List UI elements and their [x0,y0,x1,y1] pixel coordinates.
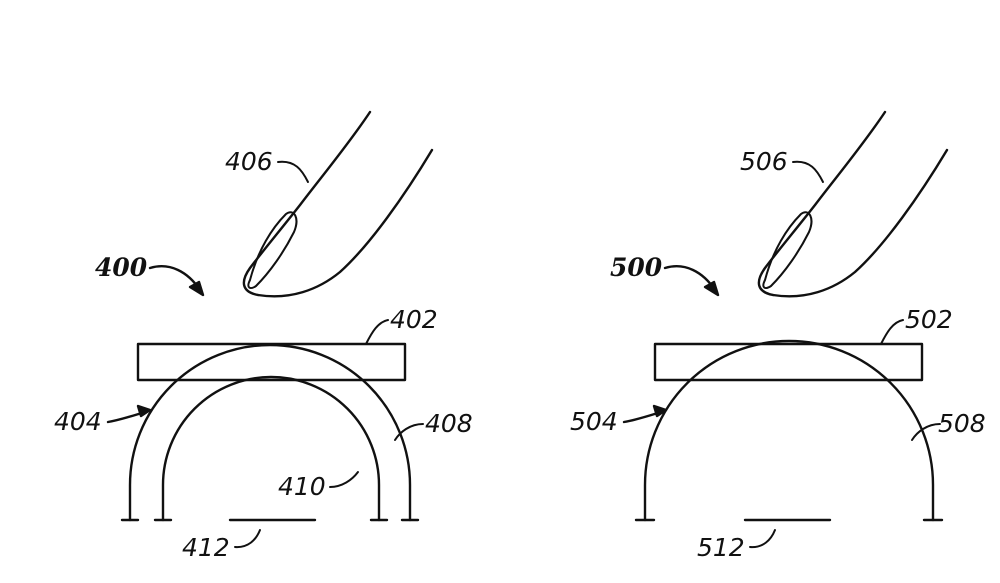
arrow-404-head [136,404,152,418]
leader-402 [365,319,389,345]
leader-508 [911,423,941,441]
plate-402 [136,342,407,382]
label-406: 406 [225,147,273,176]
label-402: 402 [390,305,438,334]
dome-inner-arc-410 [161,375,381,522]
leader-506 [792,160,824,183]
figure-label-400: 400 [95,253,148,282]
label-512: 512 [697,533,745,562]
label-504: 504 [570,407,618,436]
fingernail [247,211,298,289]
label-508: 508 [938,409,986,438]
finger-406 [242,110,434,298]
finger-upper-edge [242,110,372,297]
arrow-500-head [703,280,720,297]
label-408: 408 [425,409,473,438]
figure-400: 400 406 402 404 408 410 412 [54,110,473,562]
label-404: 404 [54,407,102,436]
figure-500: 500 506 502 504 508 512 [570,110,986,562]
finger-lower-edge [771,148,949,298]
leader-412 [234,529,261,549]
label-412: 412 [182,533,230,562]
leader-502 [880,319,904,345]
arrow-400-head [188,280,205,297]
label-410: 410 [278,472,326,501]
label-506: 506 [740,147,788,176]
leader-406 [277,160,309,183]
dome-outer-arc-408 [128,343,412,522]
plate-502 [653,342,924,382]
finger-lower-edge [256,148,434,298]
figure-label-500: 500 [610,253,663,282]
finger-upper-edge [757,110,887,297]
fingernail [762,211,813,289]
arrow-504-head [652,404,668,418]
dome-arc-508 [643,339,935,522]
label-502: 502 [905,305,953,334]
leader-512 [749,529,776,549]
leader-408 [394,423,424,441]
finger-506 [757,110,949,298]
leader-410 [329,471,359,488]
